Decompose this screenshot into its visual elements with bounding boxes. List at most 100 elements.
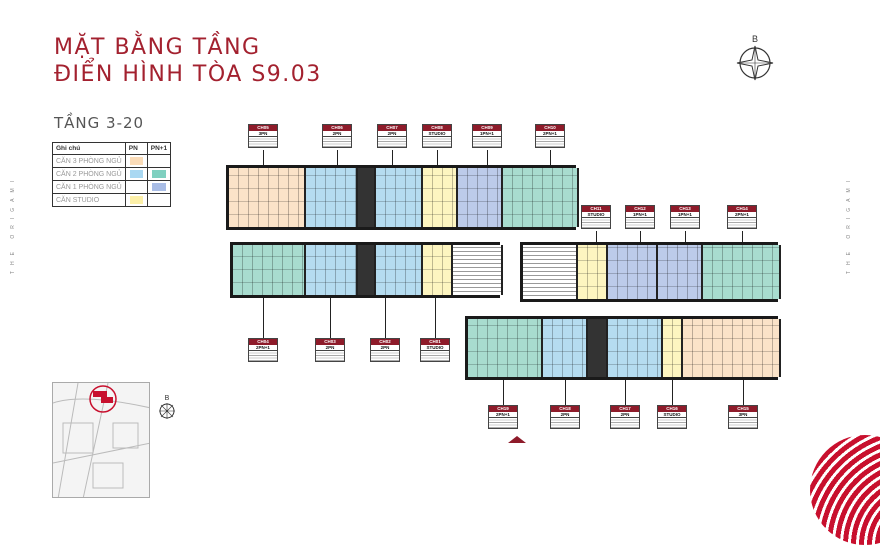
unit-code: CH03 — [316, 339, 344, 345]
unit-area-line — [658, 423, 686, 428]
legend-swatch-pn — [124, 154, 148, 168]
label-leader-line — [503, 380, 504, 405]
unit-code: CH10 — [536, 125, 564, 131]
map-compass-icon: B — [158, 395, 176, 422]
unit-area-line — [582, 218, 610, 223]
unit-code: CH17 — [611, 406, 639, 412]
unit-area-line — [249, 137, 277, 142]
apartment-unit-ch06[interactable] — [306, 168, 358, 227]
unit-area-line — [316, 351, 344, 356]
legend-swatch-pn — [124, 193, 148, 207]
label-leader-line — [437, 150, 438, 165]
label-leader-line — [550, 150, 551, 165]
unit-type: STUDIO — [658, 412, 686, 418]
unit-area-line — [671, 218, 699, 223]
building-wing — [520, 242, 781, 302]
unit-type: 2PN — [611, 412, 639, 418]
legend-swatch-pn — [124, 180, 148, 194]
apartment-unit-ch05[interactable] — [229, 168, 306, 227]
unit-area-line — [316, 356, 344, 361]
unit-area-line — [729, 418, 757, 423]
compass-icon: B — [735, 34, 775, 84]
apartment-unit-ch02[interactable] — [376, 245, 423, 295]
label-leader-line — [385, 298, 386, 338]
unit-area-line — [536, 142, 564, 147]
title-line-2: ĐIỂN HÌNH TÒA S9.03 — [54, 62, 322, 87]
entrance-marker — [508, 436, 526, 443]
unit-area-line — [658, 418, 686, 423]
unit-type: 2PN — [551, 412, 579, 418]
apartment-unit-ch19[interactable] — [468, 319, 543, 377]
unit-code: CH09 — [473, 125, 501, 131]
legend-row-label: CĂN 3 PHÒNG NGỦ — [52, 154, 126, 168]
apartment-unit-ch11[interactable] — [578, 245, 608, 299]
apartment-unit-ch08[interactable] — [423, 168, 458, 227]
apartment-unit-ch14[interactable] — [703, 245, 781, 299]
unit-area-line — [323, 137, 351, 142]
legend-swatch-pn1 — [146, 180, 172, 194]
unit-area-line — [249, 351, 277, 356]
unit-area-line — [378, 142, 406, 147]
unit-type: 2PN+1 — [536, 131, 564, 137]
apartment-unit-ch16[interactable] — [663, 319, 683, 377]
legend-swatch-pn1 — [146, 154, 172, 168]
unit-area-line — [728, 223, 756, 228]
apartment-unit-ch10[interactable] — [503, 168, 579, 227]
apartment-unit-ch01[interactable] — [423, 245, 453, 295]
label-leader-line — [337, 150, 338, 165]
brand-side-text-right: THE ORIGAMI — [846, 175, 852, 275]
unit-type: 1PN+1 — [473, 131, 501, 137]
title-line-1: MẶT BẰNG TẦNG — [54, 35, 261, 60]
stair-core — [453, 245, 503, 295]
unit-area-line — [536, 137, 564, 142]
unit-area-line — [626, 223, 654, 228]
unit-code: CH02 — [371, 339, 399, 345]
label-leader-line — [565, 380, 566, 405]
label-leader-line — [263, 150, 264, 165]
unit-area-line — [249, 142, 277, 147]
unit-code: CH15 — [729, 406, 757, 412]
unit-type: 1PN+1 — [626, 212, 654, 218]
legend-row-label: CĂN STUDIO — [52, 193, 126, 207]
apartment-unit-ch04[interactable] — [233, 245, 306, 295]
decorative-arc — [810, 435, 880, 545]
label-leader-line — [487, 150, 488, 165]
label-leader-line — [625, 380, 626, 405]
map-compass-label: B — [164, 395, 170, 402]
label-leader-line — [672, 380, 673, 405]
apartment-unit-ch13[interactable] — [658, 245, 703, 299]
unit-code: CH06 — [323, 125, 351, 131]
unit-type: 3PN — [729, 412, 757, 418]
unit-code: CH07 — [378, 125, 406, 131]
legend-swatch-pn1 — [146, 193, 172, 207]
apartment-unit-ch12[interactable] — [608, 245, 658, 299]
legend-row-label: CĂN 1 PHÒNG NGỦ — [52, 180, 126, 194]
apartment-unit-ch09[interactable] — [458, 168, 503, 227]
apartment-unit-ch18[interactable] — [543, 319, 588, 377]
apartment-unit-ch03[interactable] — [306, 245, 358, 295]
unit-code: CH14 — [728, 206, 756, 212]
unit-area-line — [611, 423, 639, 428]
apartment-unit-ch07[interactable] — [376, 168, 423, 227]
legend-row-label: CĂN 2 PHÒNG NGỦ — [52, 167, 126, 181]
unit-area-line — [371, 356, 399, 361]
apartment-unit-ch17[interactable] — [608, 319, 663, 377]
building-wing — [226, 165, 579, 230]
apartment-unit-ch15[interactable] — [683, 319, 781, 377]
label-leader-line — [330, 298, 331, 338]
legend-header: Ghi chú — [52, 142, 126, 155]
unit-code: CH11 — [582, 206, 610, 212]
unit-area-line — [582, 223, 610, 228]
unit-area-line — [323, 142, 351, 147]
